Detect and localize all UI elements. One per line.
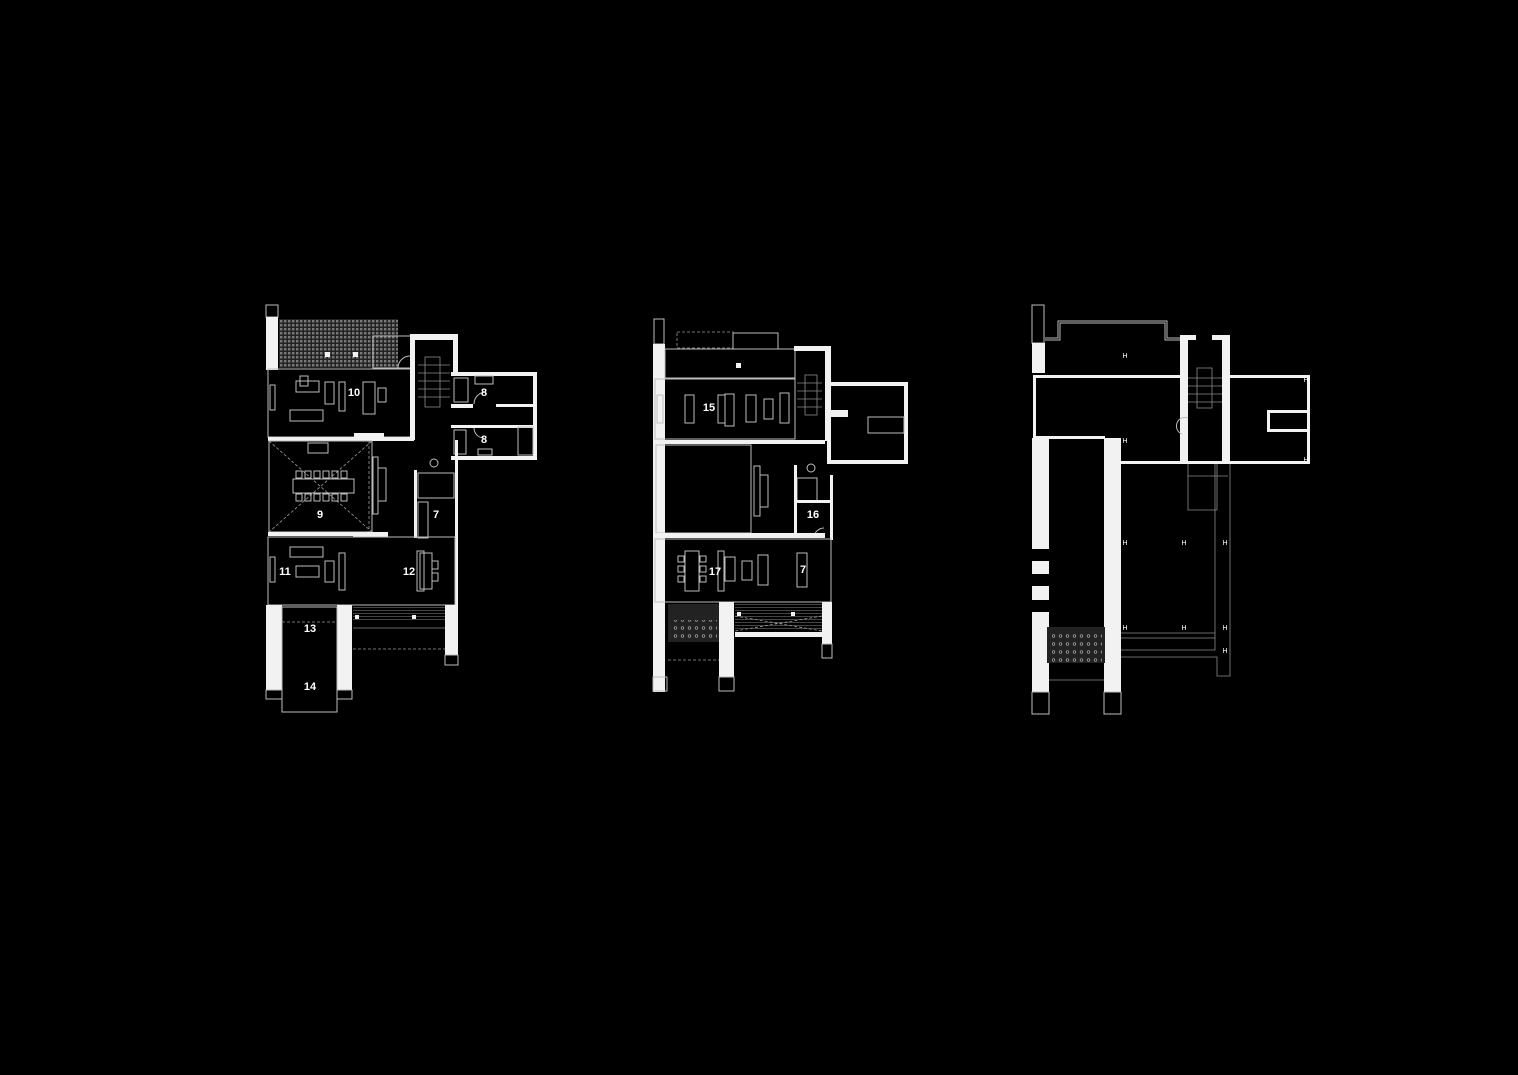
room-label-15: 15 <box>703 402 715 414</box>
entrance-stair <box>281 606 338 713</box>
room-label-10: 10 <box>348 387 360 399</box>
room-label-8: 8 <box>481 387 487 399</box>
marker-h: H <box>1122 353 1127 360</box>
terrace-paving <box>279 319 398 368</box>
marker-h: H <box>1222 648 1227 655</box>
marker-h: H <box>1181 625 1186 632</box>
room-label-7: 7 <box>800 564 806 576</box>
column <box>265 304 279 318</box>
room-label-9: 9 <box>317 509 323 521</box>
plan-basement-floor: H H H H H H H H H H H <box>1031 304 1310 715</box>
marker-h: H <box>1222 540 1227 547</box>
marker-h: H <box>1303 377 1308 384</box>
marker-h: H <box>1122 438 1127 445</box>
room-label-11: 11 <box>279 566 291 578</box>
room-label-17: 17 <box>709 566 721 578</box>
plan-ground-floor: 10 8 8 9 7 11 12 13 14 <box>265 304 537 713</box>
room-17 <box>654 538 832 603</box>
room-11-12 <box>267 536 456 606</box>
marker-h: H <box>1303 457 1308 464</box>
marker-h: H <box>1181 540 1186 547</box>
marker-h: H <box>1222 625 1227 632</box>
room-15 <box>654 378 796 440</box>
room-label-14: 14 <box>304 681 317 693</box>
room-label-16: 16 <box>807 509 819 521</box>
plan-upper-floor: 15 16 17 7 <box>652 318 908 692</box>
marker-h: H <box>1122 540 1127 547</box>
room-label-13: 13 <box>304 623 316 635</box>
room-label-8: 8 <box>481 434 487 446</box>
marker-h: H <box>1122 625 1127 632</box>
room-label-7: 7 <box>433 509 439 521</box>
room-10 <box>267 368 415 438</box>
room-label-12: 12 <box>403 566 415 578</box>
